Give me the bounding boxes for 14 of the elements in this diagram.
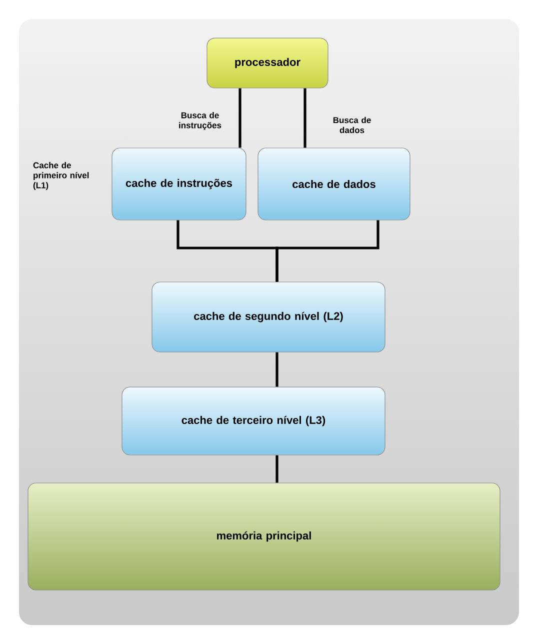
cache-box: cache de terceiro nível (L3) [122,386,386,456]
processor-box: processador [206,38,328,88]
connector-line [276,352,278,387]
edge-label: Busca de dados [333,116,371,134]
connector-line [276,220,380,282]
edge-label: Busca de instruções [179,112,222,130]
memory-box: memória principal [28,482,500,590]
level-label: Cache de primeiro nível (L1) [33,162,89,190]
cache-box: cache de instruções [112,148,246,220]
connector-line [276,455,278,483]
cache-box: cache de segundo nível (L2) [152,282,386,352]
cache-box: cache de dados [258,148,410,220]
connector-line [304,88,306,148]
connector-line [238,88,242,148]
